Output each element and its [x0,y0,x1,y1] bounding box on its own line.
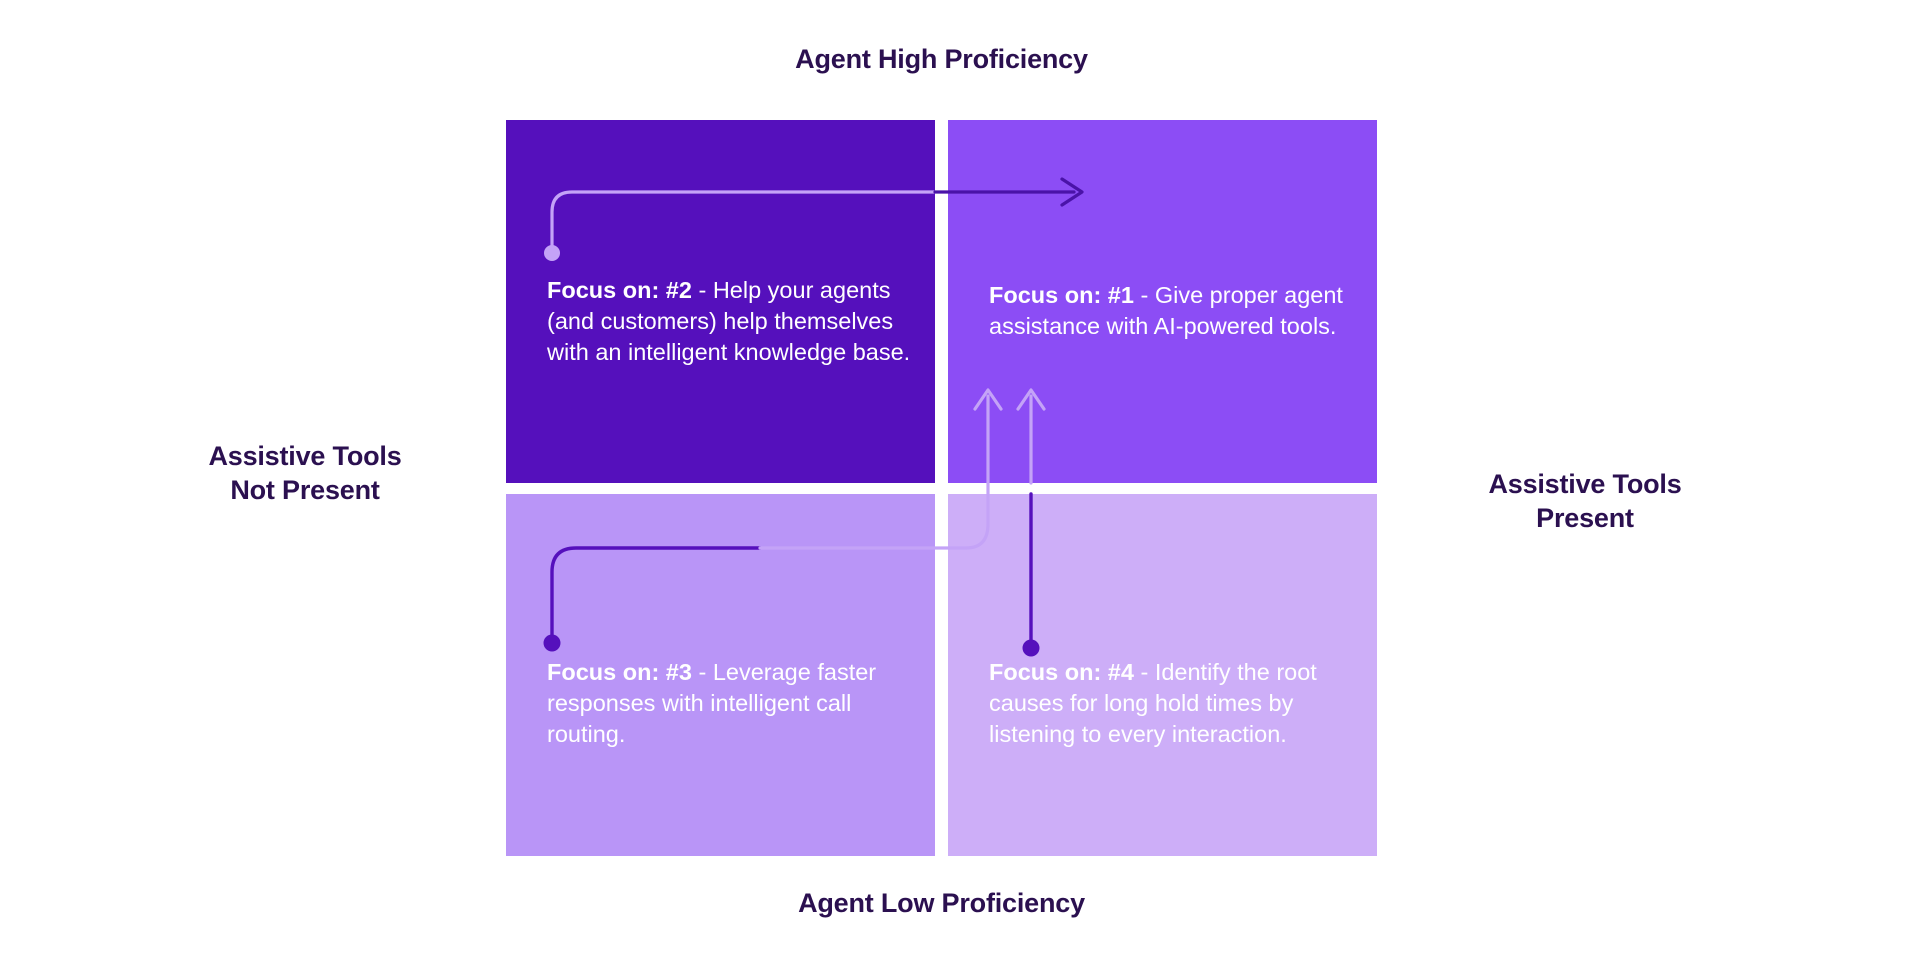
quadrant-bottom-left-lead: Focus on: #3 [547,659,692,685]
quadrant-top-right-lead: Focus on: #1 [989,282,1134,308]
quadrant-top-left: Focus on: #2 - Help your agents (and cus… [506,120,935,483]
quadrant-bottom-right: Focus on: #4 - Identify the root causes … [948,494,1377,856]
quadrant-bottom-left: Focus on: #3 - Leverage faster responses… [506,494,935,856]
quadrant-bottom-right-text: Focus on: #4 - Identify the root causes … [989,657,1359,750]
quadrant-top-left-lead: Focus on: #2 [547,277,692,303]
quadrant-top-right-text: Focus on: #1 - Give proper agent assista… [989,280,1359,342]
axis-label-left: Assistive Tools Not Present [208,441,402,505]
quadrant-top-right: Focus on: #1 - Give proper agent assista… [948,120,1377,483]
axis-label-top: Agent High Proficiency [795,44,1088,74]
quadrant-top-left-text: Focus on: #2 - Help your agents (and cus… [547,275,917,368]
axis-label-bottom: Agent Low Proficiency [798,888,1085,918]
quadrant-top-left-body: - Help your agents (and customers) help … [547,277,911,366]
quadrant-bottom-right-lead: Focus on: #4 [989,659,1134,685]
axis-label-right: Assistive Tools Present [1488,469,1682,533]
quadrant-bottom-right-body: - Identify the root causes for long hold… [989,659,1317,748]
quadrant-top-right-body: - Give proper agent assistance with AI-p… [989,282,1343,340]
quadrant-bottom-left-body: - Leverage faster responses with intelli… [547,659,877,748]
quadrant-bottom-left-text: Focus on: #3 - Leverage faster responses… [547,657,917,750]
